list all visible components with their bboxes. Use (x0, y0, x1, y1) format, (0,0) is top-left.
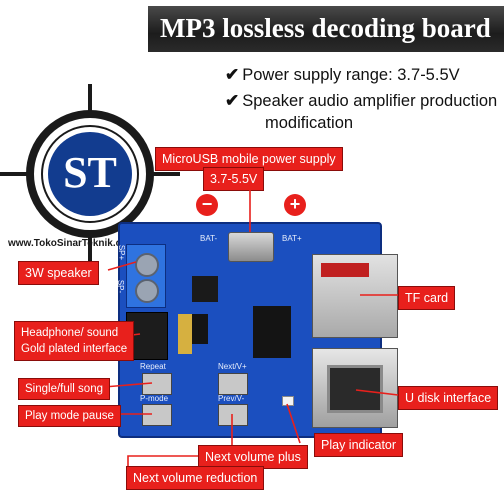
label-play-mode: Play mode pause (18, 405, 121, 427)
label-tf-card: TF card (398, 286, 456, 310)
check-icon: ✔ (225, 91, 240, 110)
label-single-full: Single/full song (18, 378, 110, 400)
micro-usb-port (228, 232, 274, 262)
decoder-chip (253, 306, 291, 358)
next-vplus-button[interactable] (218, 373, 248, 395)
plus-icon: + (284, 194, 306, 216)
bat-plus-mark: BAT+ (282, 234, 302, 243)
next-vplus-mark: Next/V+ (218, 362, 247, 371)
gold-contacts (178, 314, 192, 354)
prev-vminus-button[interactable] (218, 404, 248, 426)
check-icon: ✔ (225, 65, 240, 84)
feature-1: ✔Power supply range: 3.7-5.5V (225, 65, 460, 84)
speaker-terminal (126, 244, 166, 308)
repeat-mark: Repeat (140, 362, 166, 371)
label-headphone: Headphone/ sound Gold plated interface (14, 321, 135, 361)
usb-a-port (312, 348, 398, 428)
minus-icon: − (196, 194, 218, 216)
logo-letters: ST (63, 148, 117, 197)
label-next-volume-reduction: Next volume reduction (126, 466, 265, 490)
tf-card-slot (312, 254, 398, 338)
watermark: www.TokoSinarTeknik.com (8, 238, 137, 249)
label-u-disk: U disk interface (398, 386, 499, 410)
feature-2-continued: modification (265, 114, 354, 132)
play-mode-button[interactable] (142, 404, 172, 426)
label-headphone-line2: Gold plated interface (21, 343, 128, 355)
label-voltage: 3.7-5.5V (203, 167, 265, 191)
st-logo (0, 84, 180, 264)
label-next-volume-plus: Next volume plus (198, 445, 308, 469)
amp-chip (192, 276, 218, 302)
prev-vminus-mark: Prev/V- (218, 394, 245, 403)
label-headphone-line1: Headphone/ sound (21, 327, 119, 339)
label-play-indicator: Play indicator (314, 433, 404, 457)
bat-minus-mark: BAT- (200, 234, 218, 243)
p-mode-mark: P-mode (140, 394, 169, 403)
title-banner (148, 6, 504, 52)
label-speaker: 3W speaker (18, 261, 99, 285)
feature-2: ✔Speaker audio amplifier production (225, 91, 498, 110)
page-title: MP3 lossless decoding board (160, 13, 491, 43)
